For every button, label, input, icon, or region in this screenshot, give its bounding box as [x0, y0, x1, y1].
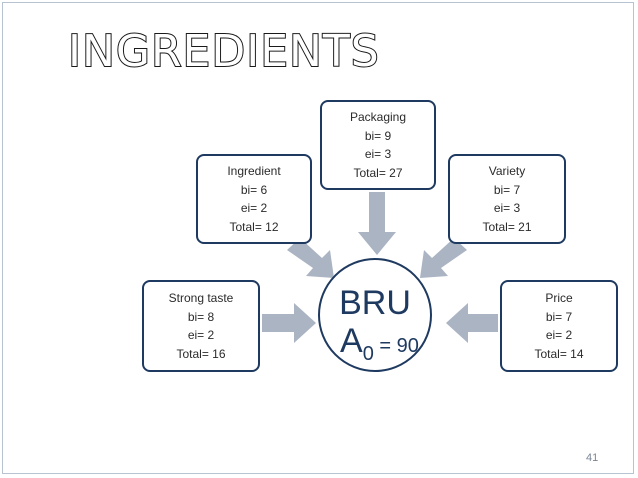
ingredient-box: Ingredient bi= 6 ei= 2 Total= 12	[196, 154, 312, 244]
arrow-ingredient	[287, 238, 334, 278]
ingredient-bi: bi= 6	[240, 182, 268, 197]
packaging-total: Total= 27	[353, 165, 403, 180]
variety-bi: bi= 7	[493, 182, 521, 197]
price-bi: bi= 7	[545, 309, 573, 324]
packaging-ei: ei= 3	[364, 147, 392, 162]
slide-frame	[2, 2, 634, 474]
strong-taste-total: Total= 16	[176, 347, 226, 362]
slide-title: INGREDIENTS	[67, 25, 380, 78]
ingredient-ei: ei= 2	[240, 201, 268, 216]
variety-label: Variety	[488, 164, 526, 179]
arrow-packaging	[358, 192, 396, 255]
price-box: Price bi= 7 ei= 2 Total= 14	[500, 280, 618, 372]
variety-ei: ei= 3	[493, 201, 521, 216]
center-letter: A	[340, 322, 363, 360]
packaging-bi: bi= 9	[364, 128, 392, 143]
ingredient-total: Total= 12	[229, 219, 279, 234]
center-attitude: A0 = 90	[340, 322, 419, 366]
ingredient-label: Ingredient	[227, 164, 281, 179]
price-ei: ei= 2	[545, 328, 573, 343]
center-subscript: 0	[362, 343, 374, 365]
price-label: Price	[545, 290, 573, 305]
center-brand: BRU	[339, 284, 411, 322]
strong-taste-box: Strong taste bi= 8 ei= 2 Total= 16	[142, 280, 260, 372]
strong-taste-label: Strong taste	[168, 290, 234, 305]
arrow-strong-taste	[262, 303, 316, 343]
strong-taste-ei: ei= 2	[187, 328, 215, 343]
center-value: = 90	[373, 335, 419, 357]
arrow-variety	[420, 238, 467, 278]
price-total: Total= 14	[534, 347, 584, 362]
variety-box: Variety bi= 7 ei= 3 Total= 21	[448, 154, 566, 244]
arrow-price	[446, 303, 498, 343]
strong-taste-bi: bi= 8	[187, 309, 215, 324]
variety-total: Total= 21	[482, 219, 532, 234]
packaging-label: Packaging	[349, 110, 407, 125]
packaging-box: Packaging bi= 9 ei= 3 Total= 27	[320, 100, 436, 190]
page-number: 41	[586, 452, 599, 464]
center-circle: BRU A0 = 90	[318, 258, 432, 372]
